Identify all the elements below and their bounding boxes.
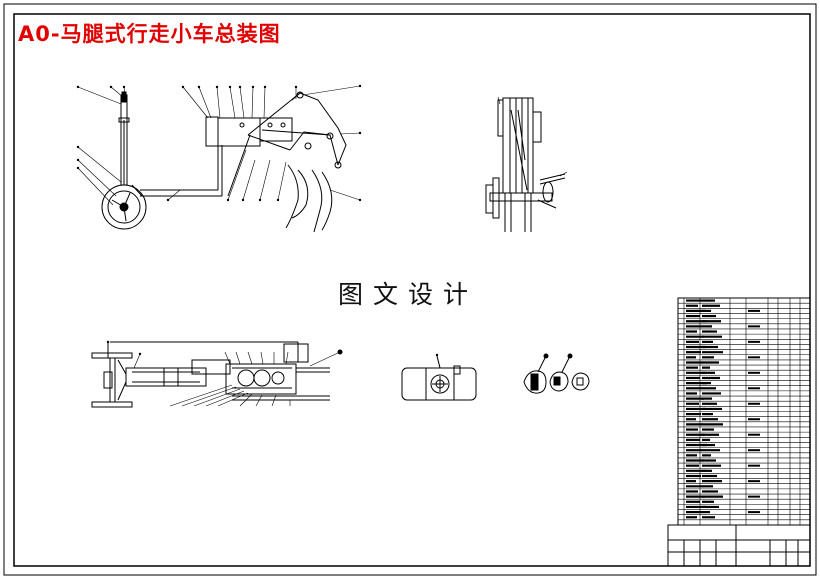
outer-border [3,3,817,576]
top-view [91,341,341,408]
front-view [485,96,568,232]
drawing-title: A0-马腿式行走小车总装图 [18,22,281,46]
top-view-balloons [106,340,343,356]
side-view-balloons [76,84,362,202]
detail-view-gearbox [401,355,477,401]
wheel-inner [107,190,141,224]
inner-border [13,13,811,567]
detail-balloons [435,353,573,359]
parts-list-table [677,297,811,526]
detail-view-parts [523,355,590,394]
title-block [667,524,811,567]
side-view [77,85,361,233]
watermark-text: 图文设计 [338,280,479,309]
